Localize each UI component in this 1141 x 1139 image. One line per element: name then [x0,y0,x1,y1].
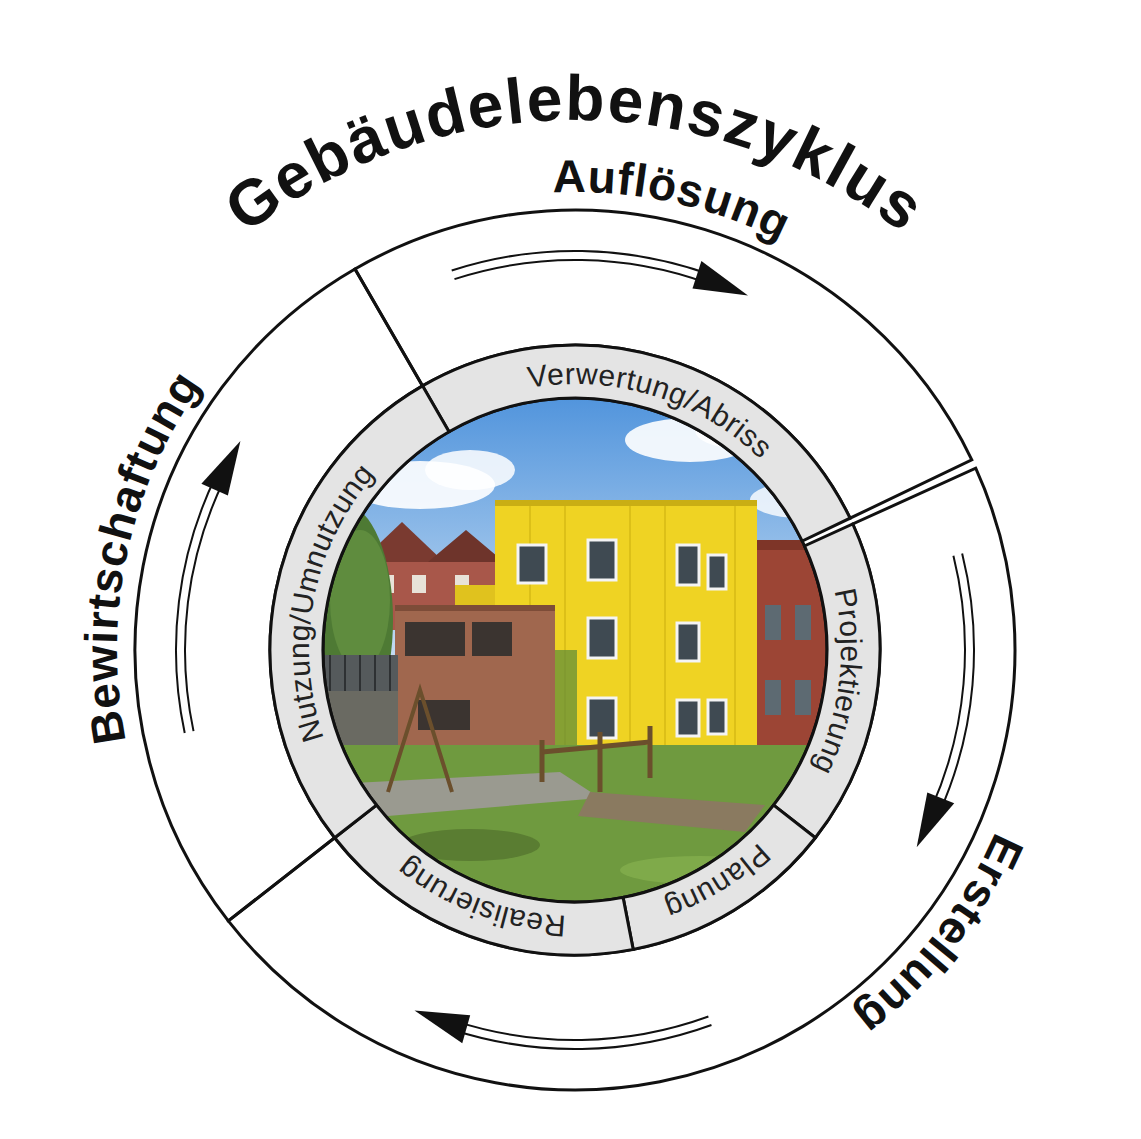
segment-text-layer: Realisierung [330,801,638,959]
segment-shape [270,386,449,838]
segment-text-layer: Nutzung/Umnutzung [266,381,453,842]
diagram-title: Gebäudelebenszyklus [212,62,939,246]
stage-label: Nutzung/Umnutzung [282,457,380,746]
stage-segment: Realisierung [330,801,638,959]
segment-text-layer: Projektierung [769,520,884,842]
stage-segment: Nutzung/Umnutzung [266,381,453,842]
stage-segment: Verwertung/Abriss [418,341,855,546]
phase-segment: Bewirtschaftung [70,264,427,925]
segment-text-layer: Planung [619,801,820,954]
phase-label: Erstellung [846,827,1033,1047]
segment-shape [623,805,815,949]
stage-label: Realisierung [391,852,567,943]
stage-segment: Planung [619,801,820,954]
segment-shape [335,805,634,955]
segment-text-layer: Bewirtschaftung [70,264,427,925]
stage-label: Projektierung [808,585,868,780]
segment-outline [769,520,884,842]
phase-label: Bewirtschaftung [75,361,211,748]
segment-text-layer: Verwertung/Abriss [418,341,855,546]
segment-shape [423,345,851,541]
segment-outline [330,801,638,959]
phase-segment: Erstellung [224,464,1038,1094]
segment-text-layer: Erstellung [224,464,1038,1094]
stage-label: Planung [661,838,777,927]
segment-shape [774,524,880,838]
stage-label: Verwertung/Abriss [525,357,779,464]
stage-segment: Projektierung [769,520,884,842]
